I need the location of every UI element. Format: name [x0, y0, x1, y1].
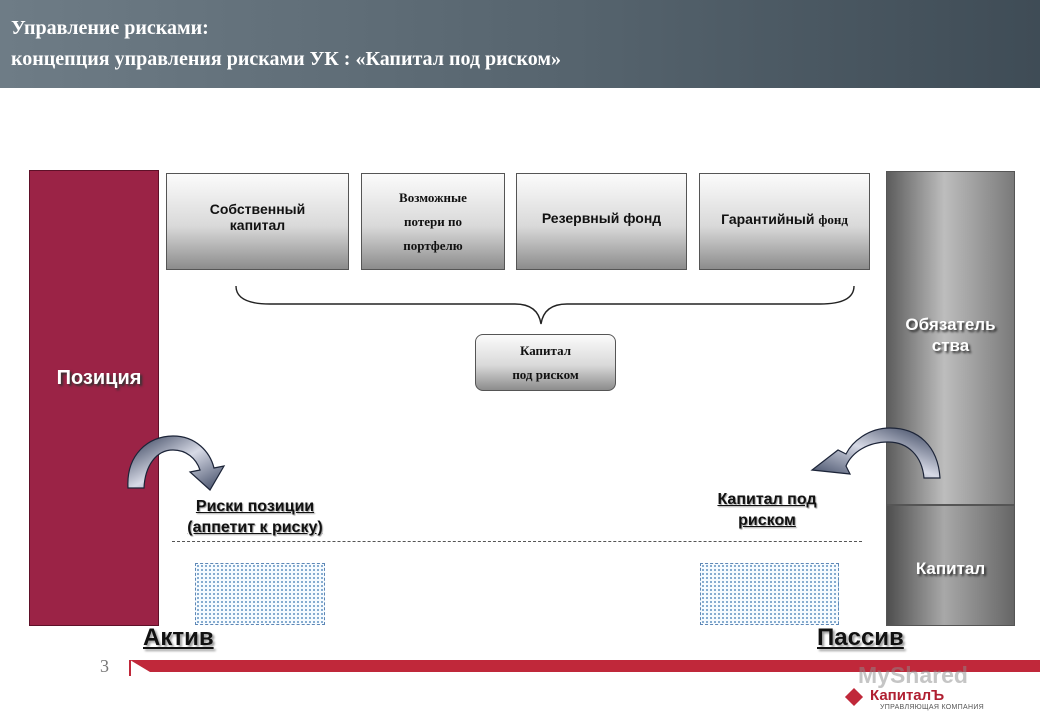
liabilities-label-line-1: Обязатель [905, 315, 996, 334]
title-line-2: концепция управления рисками УК : «Капит… [11, 48, 562, 70]
possible-losses-line-2: потери по [404, 213, 462, 229]
guarantee-fund-word-2: фонд [818, 212, 848, 227]
logo-icon [844, 687, 864, 707]
capital-at-risk-label-line-1: Капитал под [717, 491, 817, 508]
liabilities-side-label: Пассив [817, 624, 904, 651]
capital-label: Капитал [915, 559, 986, 578]
header-bar [0, 0, 1040, 88]
logo-subtitle: УПРАВЛЯЮЩАЯ КОМПАНИЯ [880, 704, 985, 711]
position-risks-line-2: (аппетит к риску) [187, 519, 323, 536]
guarantee-fund-box: Гарантийный фонд [699, 173, 870, 270]
own-capital-line-2: капитал [229, 216, 286, 233]
capital-at-risk-line-2: под риском [512, 366, 579, 382]
position-label: Позиция [56, 367, 142, 389]
reserve-fund-box: Резервный фонд [516, 173, 687, 270]
possible-losses-box: Возможные потери по портфелю [361, 173, 505, 270]
position-bar [29, 170, 159, 626]
position-risk-area [195, 563, 325, 625]
title-line-1: Управление рисками: [11, 17, 209, 39]
assets-label: Актив [143, 624, 214, 651]
capital-at-risk-label-line-2: риском [738, 512, 796, 529]
page-number: 3 [100, 656, 109, 676]
position-risks-label: Риски позиции (аппетит к риску) [162, 496, 348, 538]
position-risks-line-1: Риски позиции [195, 498, 315, 515]
grouping-brace [235, 285, 855, 325]
guarantee-fund-word-1: Гарантийный [721, 211, 815, 227]
own-capital-line-1: Собственный [209, 200, 306, 217]
possible-losses-line-1: Возможные [399, 189, 467, 205]
capital-bar [886, 505, 1015, 626]
capital-at-risk-box: Капитал под риском [475, 334, 616, 391]
left-curved-arrow-icon [127, 435, 226, 491]
liabilities-label-line-2: ства [931, 336, 970, 355]
liabilities-label: Обязатель ства [886, 314, 1015, 356]
possible-losses-line-3: портфелю [403, 237, 463, 253]
logo-name: КапиталЪ [870, 687, 945, 704]
watermark: MyShared [858, 662, 968, 688]
footer-stripe [129, 660, 1040, 676]
risk-threshold-line [172, 541, 862, 542]
reserve-fund-label: Резервный фонд [541, 209, 662, 226]
capital-risk-area [700, 563, 839, 625]
liabilities-bar [886, 171, 1015, 505]
right-curved-arrow-icon [810, 427, 941, 479]
capital-at-risk-line-1: Капитал [519, 342, 571, 358]
capital-at-risk-label: Капитал под риском [692, 489, 842, 531]
